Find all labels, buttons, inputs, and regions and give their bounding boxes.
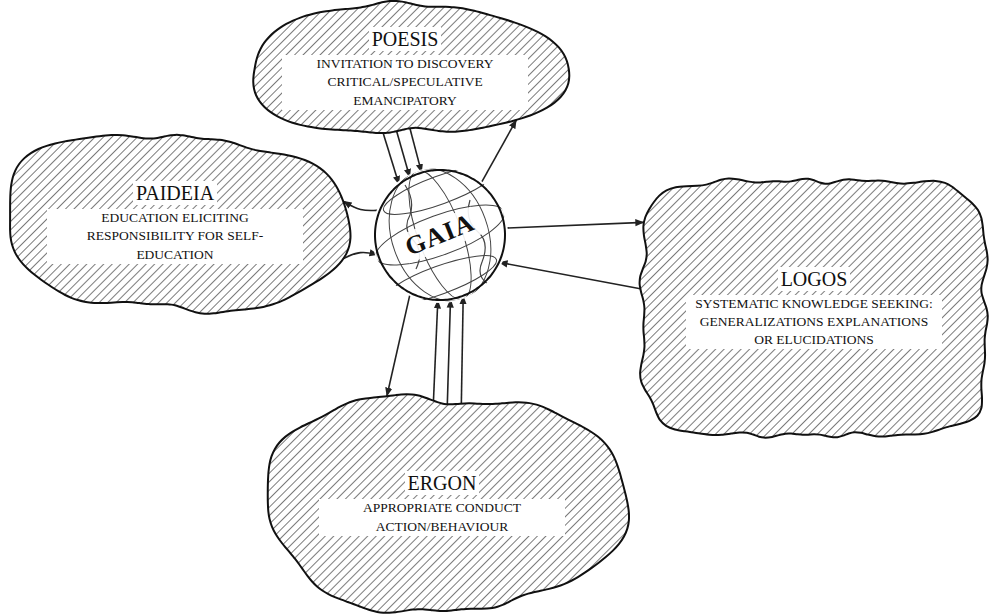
node-title: LOGOS [778, 267, 851, 291]
node-title: ERGON [405, 471, 480, 495]
concept-blob: LOGOS SYSTEMATIC KNOWLEDGE SEEKING: GENER… [640, 178, 988, 438]
hatched-blob [640, 179, 988, 438]
node-content: ERGON APPROPRIATE CONDUCT ACTION/BEHAVIOU… [262, 395, 622, 612]
hatched-blob [253, 1, 569, 133]
node-title: GAIA [398, 207, 481, 264]
hatched-blob [268, 394, 629, 613]
globe-outline [375, 170, 505, 300]
arrow-connector [447, 299, 450, 404]
arrow-connector [481, 120, 517, 184]
arrow-connector [397, 131, 410, 177]
node-content: PAIDEIA EDUCATION ELICITING RESPONSIBILIT… [5, 133, 345, 312]
node-content: GAIA [372, 167, 508, 303]
arrow-connector [343, 201, 380, 211]
arrow-connector [383, 133, 399, 184]
globe-lines [369, 155, 510, 316]
arrow-connector [410, 128, 422, 172]
arrow-connector [387, 293, 410, 396]
arrow-connector [433, 300, 437, 401]
concept-blob: POESIS INVITATION TO DISCOVERY CRITICAL/S… [245, 2, 565, 135]
node-description: SYSTEMATIC KNOWLEDGE SEEKING: GENERALIZA… [686, 295, 942, 350]
node-title: PAIDEIA [133, 181, 217, 205]
node-description: INVITATION TO DISCOVERY CRITICAL/SPECULA… [282, 55, 528, 110]
concept-blob: PAIDEIA EDUCATION ELICITING RESPONSIBILIT… [5, 133, 345, 312]
node-description: EDUCATION ELICITING RESPONSIBILITY FOR S… [47, 209, 303, 264]
arrow-connector [505, 222, 644, 228]
arrow-connector [461, 296, 463, 404]
node-content: POESIS INVITATION TO DISCOVERY CRITICAL/S… [245, 2, 565, 135]
node-content: LOGOS SYSTEMATIC KNOWLEDGE SEEKING: GENER… [640, 178, 988, 438]
globe-circle: GAIA [372, 167, 508, 303]
arrow-connector [344, 252, 379, 258]
concept-blob: ERGON APPROPRIATE CONDUCT ACTION/BEHAVIOU… [262, 395, 622, 612]
hatched-blob [10, 135, 350, 314]
arrow-connector [499, 262, 640, 288]
node-title: POESIS [369, 27, 442, 51]
node-description: APPROPRIATE CONDUCT ACTION/BEHAVIOUR [319, 499, 565, 535]
